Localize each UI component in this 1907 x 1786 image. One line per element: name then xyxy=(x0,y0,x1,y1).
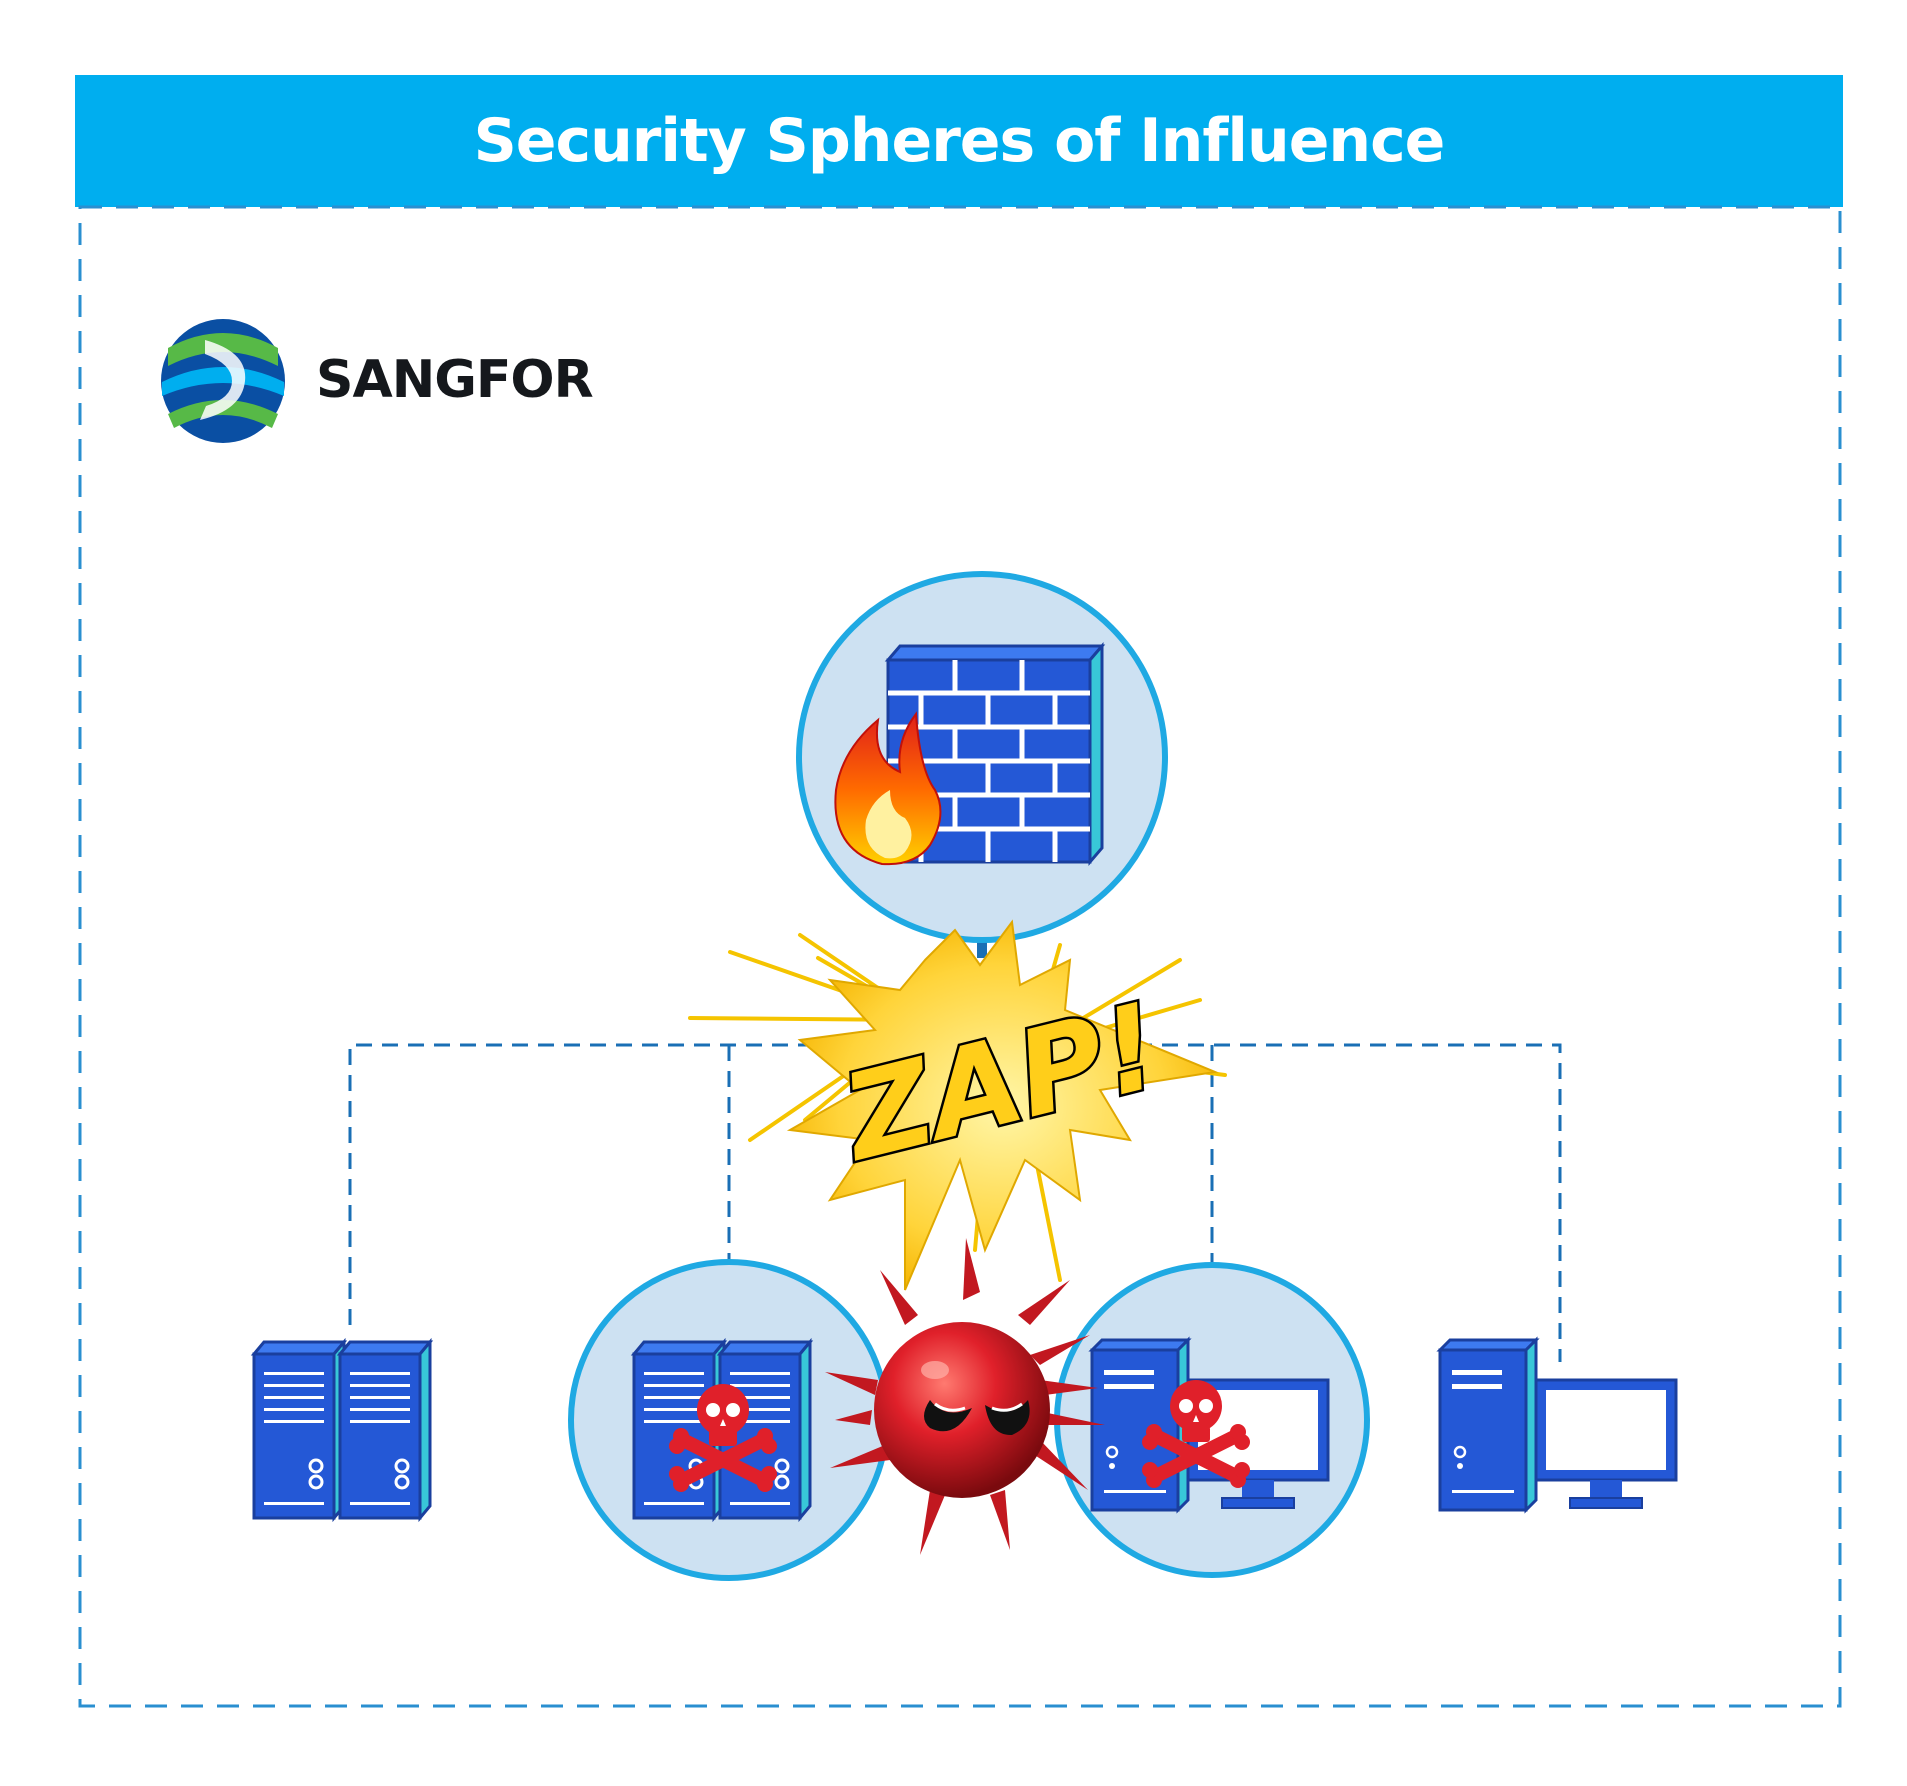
brand-name: SANGFOR xyxy=(316,350,594,410)
desktop-computer-icon xyxy=(1438,1338,1678,1512)
workstation-right xyxy=(1438,1338,1678,1512)
spiky-virus-icon xyxy=(825,1238,1105,1555)
page-title: Security Spheres of Influence xyxy=(473,106,1446,176)
fire-icon xyxy=(834,711,942,866)
diagram-boundary xyxy=(78,205,1842,1708)
server-rack-icon xyxy=(338,1340,432,1520)
sangfor-globe-logo xyxy=(161,319,285,443)
comic-explosion-icon xyxy=(688,919,1227,1291)
server-rack-icon xyxy=(252,1340,346,1520)
header-bar: Security Spheres of Influence xyxy=(75,75,1843,207)
server-left xyxy=(252,1340,432,1520)
